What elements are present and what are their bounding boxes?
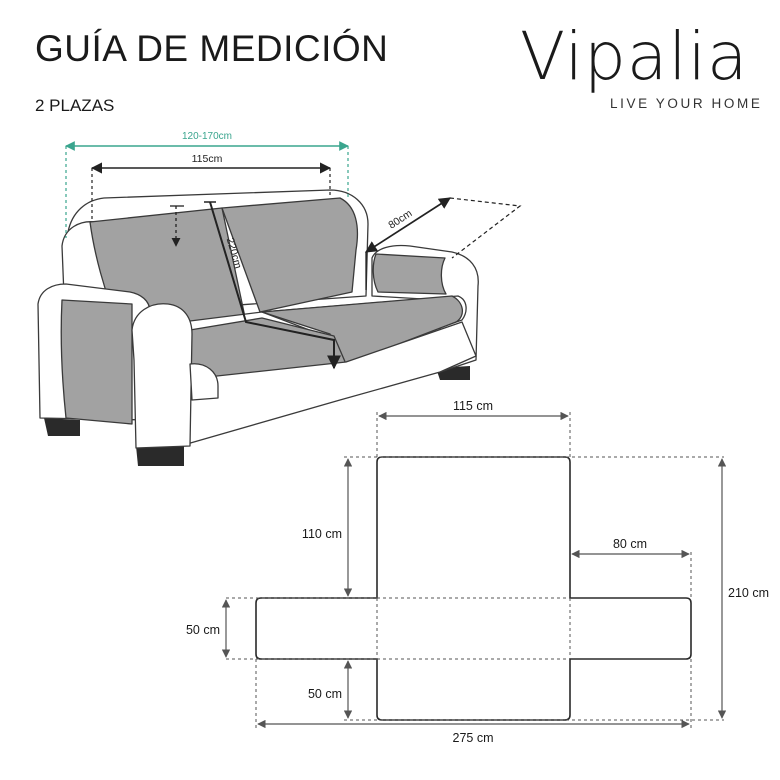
- sofa-width-label: 120-170cm: [182, 131, 232, 142]
- label-top-width: 115 cm: [453, 399, 493, 413]
- armrest-ext-dashed: [449, 197, 522, 259]
- sofa-front-base: [179, 321, 477, 447]
- cover-length-line: [209, 201, 341, 370]
- sofa-foot-front: [136, 444, 184, 466]
- label-total-height: 210 cm: [728, 586, 769, 600]
- label-arm-height: 50 cm: [186, 623, 220, 637]
- label-total-width: 275 cm: [453, 731, 494, 745]
- cover-pattern: 115 cm 110 cm 80 cm 210 cm 50 cm 50 cm 2…: [186, 399, 769, 745]
- label-arm-width: 80 cm: [613, 537, 647, 551]
- sofa-front-arm: [131, 303, 193, 449]
- label-seat-drop: 50 cm: [308, 687, 342, 701]
- sofa-left-arm-cover: [60, 299, 133, 425]
- page-title: GUÍA DE MEDICIÓN: [35, 28, 389, 69]
- sofa-back-cover-right: [221, 197, 359, 313]
- brand-tagline: LIVE YOUR HOME: [610, 96, 763, 111]
- armrest-length-label: 80cm: [386, 207, 414, 231]
- sofa-front-arm-lip: [189, 363, 219, 401]
- label-back-height: 110 cm: [302, 527, 342, 541]
- page-subtitle: 2 PLAZAS: [35, 96, 115, 115]
- sofa-right-arm-cover: [372, 253, 447, 295]
- backrest-width-label: 115cm: [192, 153, 223, 165]
- brand-logo: Vipalia: [520, 18, 749, 95]
- sofa-foot-left: [44, 418, 80, 436]
- cover-pattern-shape: [255, 456, 692, 721]
- sofa-illustration: [37, 189, 479, 466]
- armrest-length-line: [364, 197, 452, 253]
